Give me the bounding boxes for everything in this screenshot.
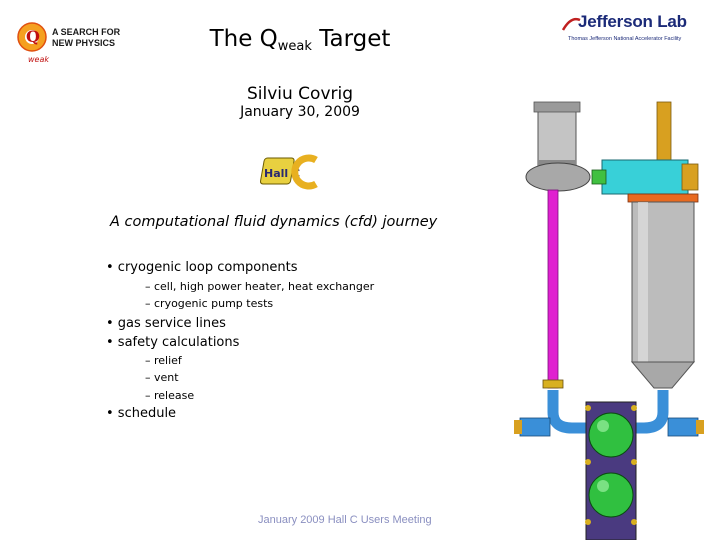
green-sphere-upper	[588, 412, 634, 458]
pump-motor	[537, 107, 577, 169]
pump-housing	[525, 162, 591, 192]
jlab-swoosh-icon	[561, 17, 581, 31]
hall-c-logo-text: Hall C	[264, 167, 300, 180]
bullet-item: • cryogenic loop components	[106, 260, 298, 275]
title-subscript: weak	[277, 39, 312, 54]
svg-text:Q: Q	[26, 27, 40, 46]
sub-bullet-item: – cell, high power heater, heat exchange…	[145, 280, 375, 293]
title-rest: Target	[311, 26, 391, 52]
slide-title: The Qweak Target	[0, 26, 600, 54]
blue-bend-left	[547, 390, 592, 434]
date: January 30, 2009	[240, 104, 360, 120]
jefferson-lab-logo: Jefferson Lab Thomas Jefferson National …	[560, 12, 710, 48]
bullet-item: • safety calculations	[106, 335, 240, 350]
title-main: The Q	[209, 26, 278, 52]
jlab-name: Jefferson Lab	[578, 12, 687, 31]
footer: January 2009 Hall C Users Meeting	[258, 514, 432, 526]
target-loop-illustration	[514, 101, 704, 540]
sub-bullet-item: – cryogenic pump tests	[145, 297, 274, 310]
logo-line1: A SEARCH FOR	[52, 27, 121, 37]
jlab-tagline: Thomas Jefferson National Accelerator Fa…	[568, 36, 682, 42]
green-sphere-lower	[588, 472, 634, 518]
bullet-item: • schedule	[106, 406, 177, 421]
magenta-pipe	[547, 189, 559, 389]
logo-brand-text: weak	[28, 55, 49, 64]
hall-c-logo: Hall C	[259, 154, 318, 190]
qweak-logo: Q weak A SEARCH FOR NEW PHYSICS	[17, 22, 121, 64]
sub-bullet-item: – vent	[145, 371, 179, 384]
sub-bullet-item: – release	[145, 389, 195, 402]
bullet-item: • gas service lines	[106, 316, 226, 331]
cyan-heat-exchanger	[601, 159, 689, 195]
author: Silviu Covrig	[246, 84, 354, 104]
section-heading: A computational fluid dynamics (cfd) jou…	[110, 214, 438, 230]
sub-bullet-item: – relief	[145, 354, 182, 367]
logo-line2: NEW PHYSICS	[52, 38, 115, 48]
blue-bend-right	[624, 390, 669, 434]
